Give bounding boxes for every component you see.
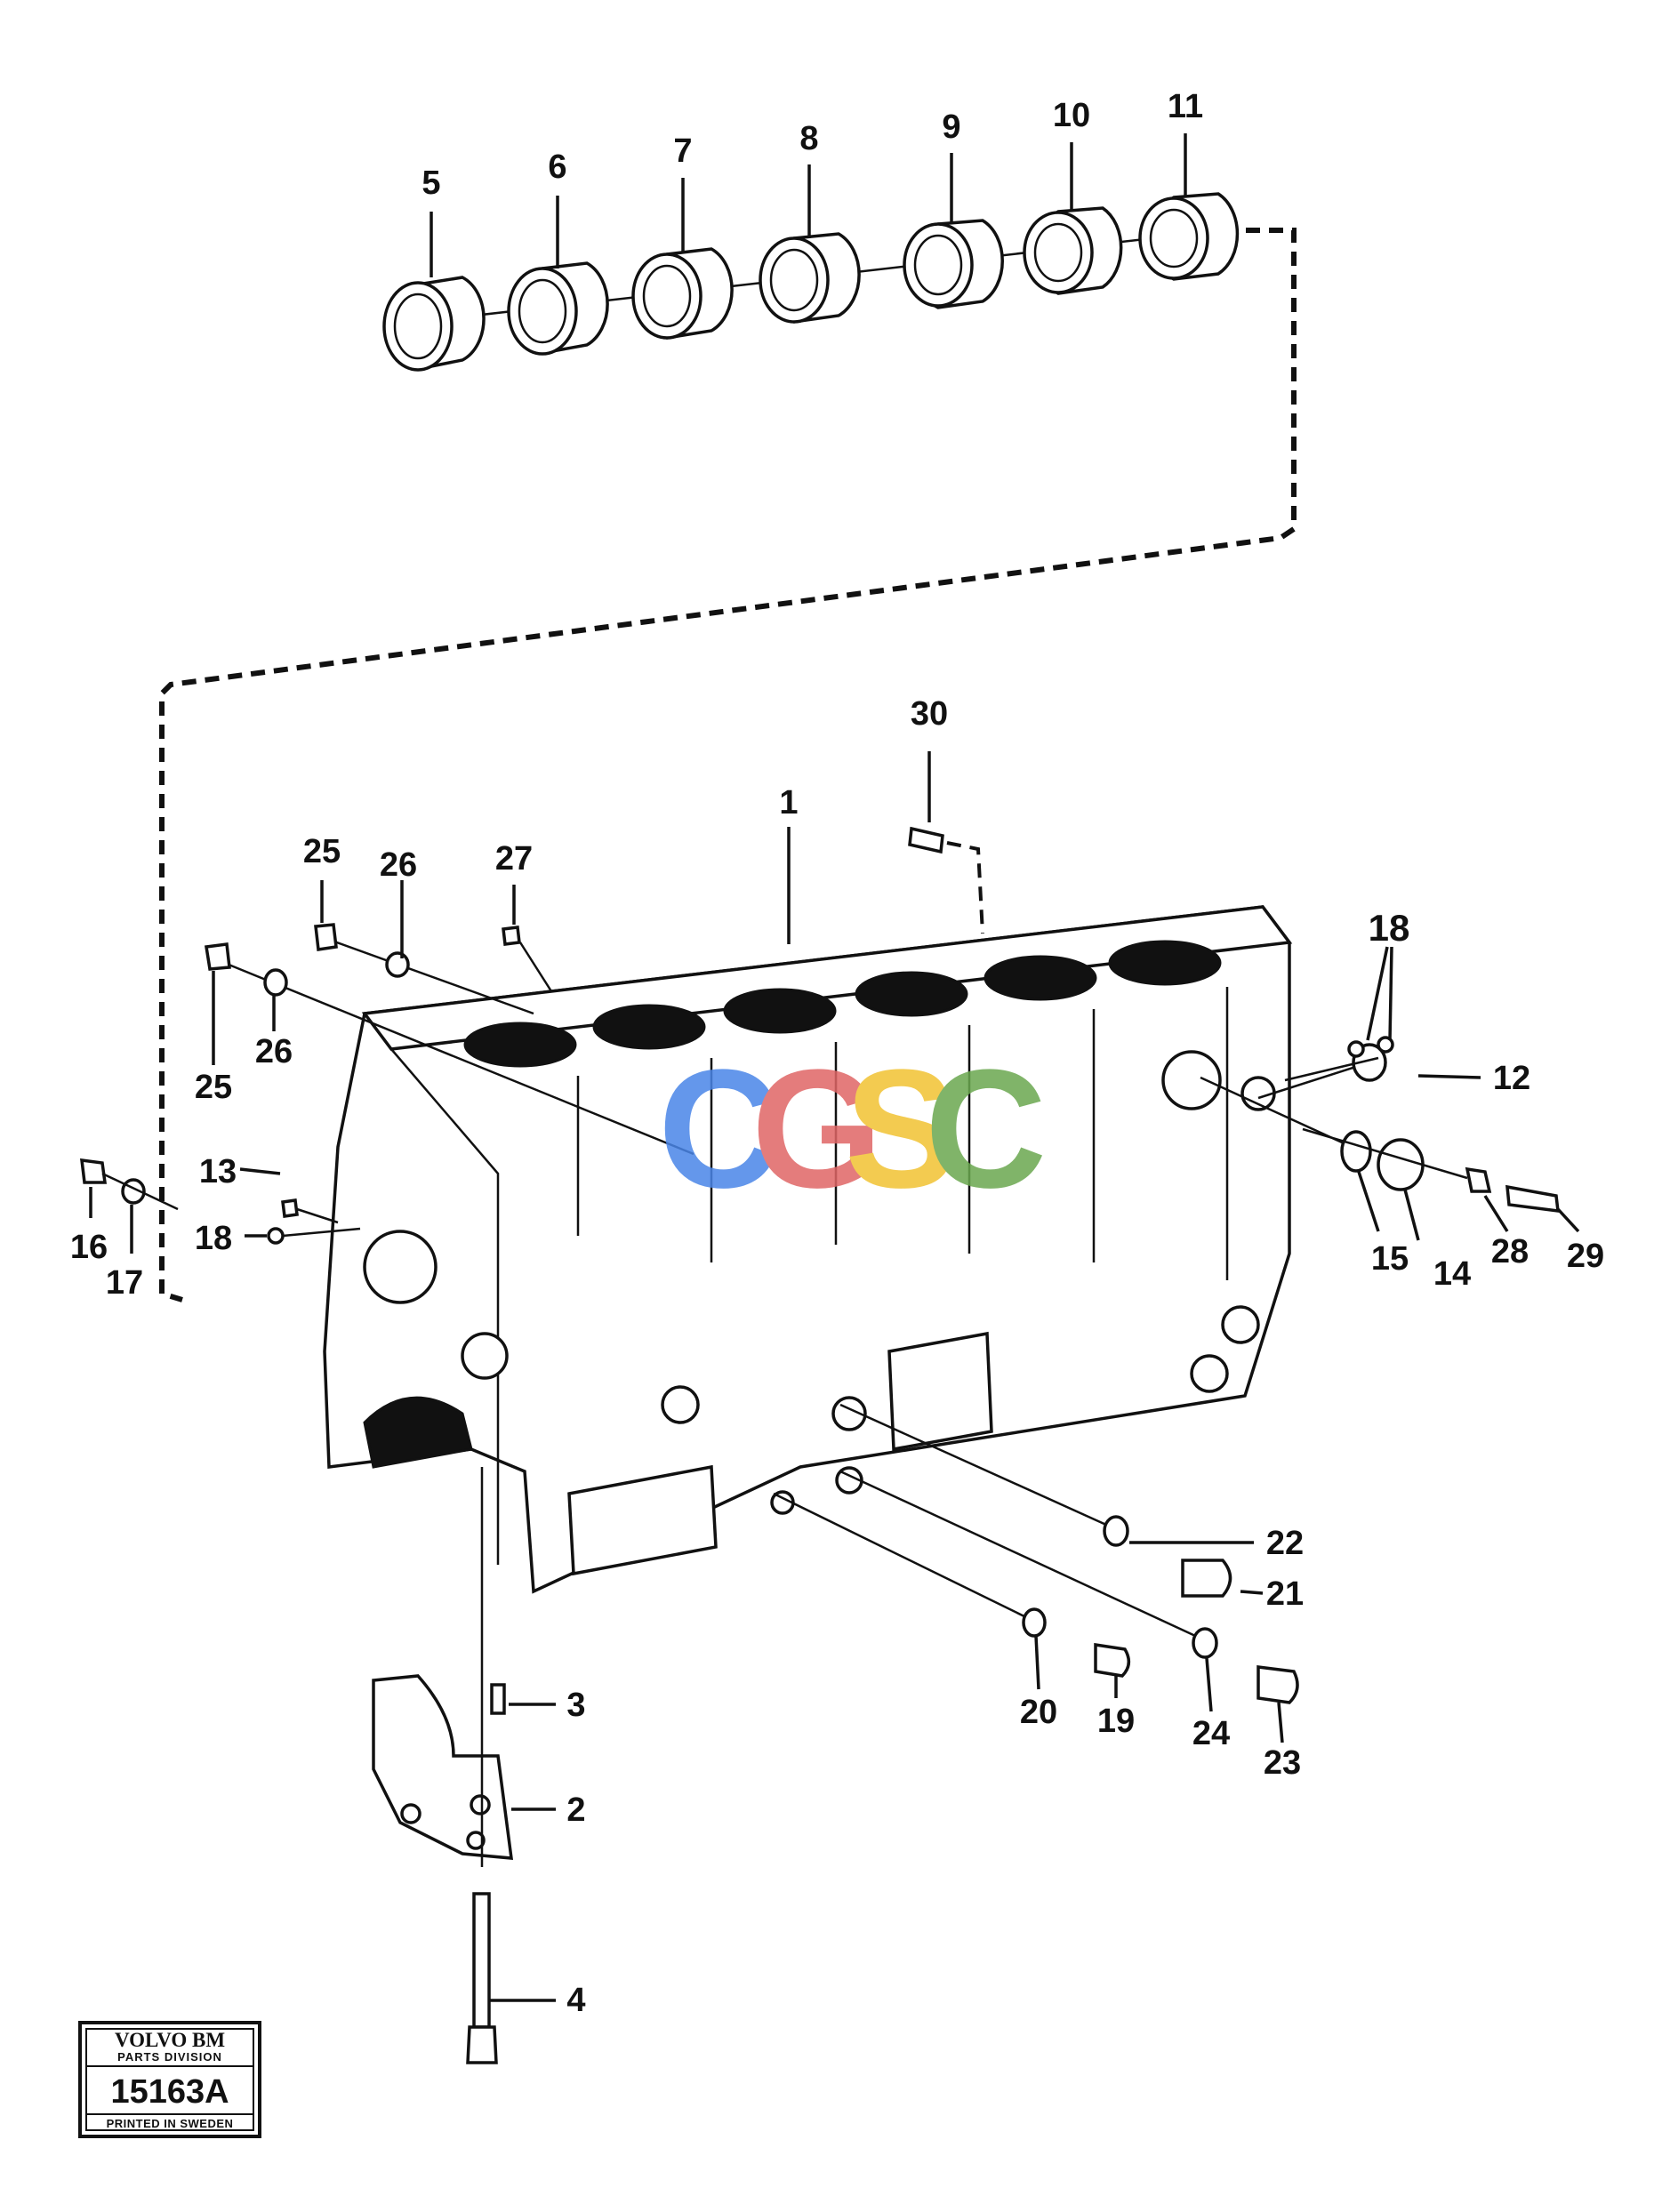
callout-10: 10 xyxy=(1053,97,1090,134)
callout-6: 6 xyxy=(548,148,566,186)
callout-26-bottom: 26 xyxy=(255,1033,293,1070)
callout-2: 2 xyxy=(566,1791,585,1829)
callout-14: 14 xyxy=(1433,1255,1471,1293)
watermark-letter-3: S xyxy=(845,1035,958,1223)
callout-18-right: 18 xyxy=(1369,907,1410,949)
main-bearing-cap xyxy=(372,1674,514,1860)
stamp-number: 15163A xyxy=(110,2073,229,2111)
stamp-printed: PRINTED IN SWEDEN xyxy=(107,2117,234,2130)
stamp-division: PARTS DIVISION xyxy=(117,2050,222,2064)
watermark-letter-2: G xyxy=(751,1035,883,1223)
callout-8: 8 xyxy=(799,120,818,157)
callout-17: 17 xyxy=(106,1264,143,1302)
top-left-bolts xyxy=(204,923,694,1156)
callout-25-bottom: 25 xyxy=(195,1069,232,1106)
callout-28: 28 xyxy=(1491,1233,1529,1270)
watermark-letter-4: C xyxy=(925,1035,1047,1223)
callout-23: 23 xyxy=(1264,1744,1301,1782)
callout-numbers: 5 6 7 8 9 10 11 1 30 25 26 27 25 26 13 1… xyxy=(70,88,1604,2019)
bearing-8 xyxy=(759,232,861,324)
left-side-parts xyxy=(79,1158,361,1245)
callout-3: 3 xyxy=(566,1687,585,1724)
right-side-parts xyxy=(1200,1036,1560,1214)
callout-9: 9 xyxy=(942,108,960,146)
cgsc-watermark: C G S C xyxy=(658,1035,1047,1223)
callout-5: 5 xyxy=(422,164,440,202)
bearing-bushes xyxy=(382,192,1240,372)
bearing-9 xyxy=(903,219,1004,309)
callout-18-left: 18 xyxy=(195,1220,232,1257)
bearing-6 xyxy=(507,261,609,356)
callout-12: 12 xyxy=(1493,1060,1530,1097)
callout-19: 19 xyxy=(1097,1703,1135,1740)
callout-30: 30 xyxy=(911,695,948,733)
stamp-brand: VOLVO BM xyxy=(115,2029,225,2051)
callout-24: 24 xyxy=(1192,1715,1230,1752)
callout-26-top: 26 xyxy=(380,846,417,884)
assembly-dashed-line xyxy=(159,228,1297,1302)
leader-lines xyxy=(89,133,1580,2002)
bearing-5 xyxy=(382,276,486,372)
callout-7: 7 xyxy=(673,132,692,170)
bearing-10 xyxy=(1023,206,1123,295)
callout-21: 21 xyxy=(1266,1575,1304,1613)
cylinder-block xyxy=(323,905,1293,1594)
watermark-letter-1: C xyxy=(658,1035,780,1223)
cap-bolt xyxy=(466,1467,498,2064)
volvo-bm-stamp: VOLVO BM PARTS DIVISION 15163A PRINTED I… xyxy=(78,2021,261,2138)
plug-group-lower xyxy=(773,1403,1299,1704)
callout-16: 16 xyxy=(70,1229,108,1266)
bearing-11 xyxy=(1138,192,1240,281)
callout-25-top: 25 xyxy=(303,833,341,870)
bearing-7 xyxy=(631,247,734,340)
callout-27: 27 xyxy=(495,840,533,878)
callout-20: 20 xyxy=(1020,1694,1057,1731)
callout-29: 29 xyxy=(1567,1238,1604,1275)
dowel-pin xyxy=(490,1683,506,1715)
callout-22: 22 xyxy=(1266,1525,1304,1562)
callout-15: 15 xyxy=(1371,1240,1409,1278)
callout-1: 1 xyxy=(779,784,798,821)
sensor-30 xyxy=(908,826,984,934)
callout-11: 11 xyxy=(1168,88,1203,125)
callout-4: 4 xyxy=(566,1982,585,2019)
callout-13: 13 xyxy=(199,1153,237,1190)
